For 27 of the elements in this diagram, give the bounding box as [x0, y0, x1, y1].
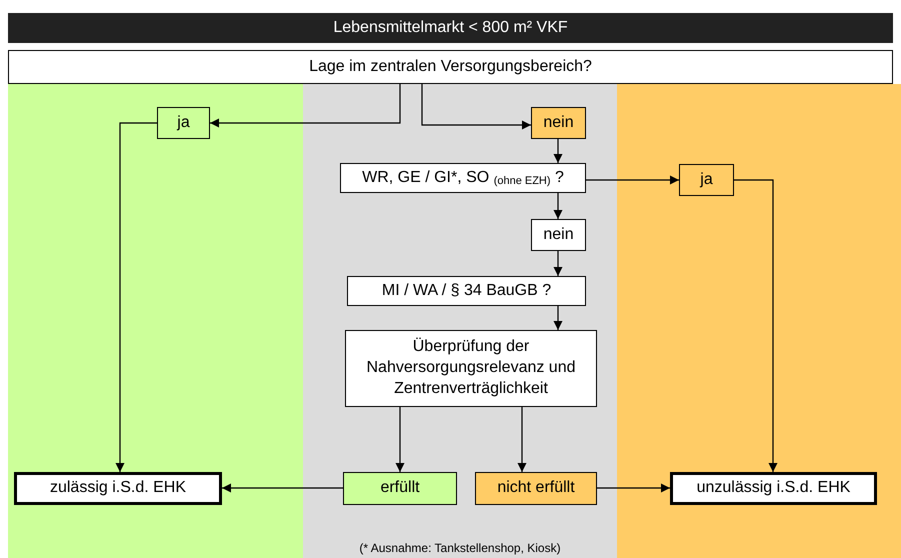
arrow: [396, 407, 404, 472]
arrow: [586, 176, 679, 184]
arrow: [210, 84, 401, 128]
arrow: [421, 84, 531, 130]
arrow: [518, 407, 526, 472]
question-box: Lage im zentralen Versorgungsbereich?: [8, 50, 893, 84]
answer-box: nein: [531, 107, 586, 139]
result-box: zulässig i.S.d. EHK: [14, 472, 222, 505]
arrow: [554, 306, 562, 330]
process-box: Überprüfung der Nahversorgungsrelevanz und Zentrenverträglichkeit: [345, 330, 597, 407]
footnote: (* Ausnahme: Tankstellenshop, Kiosk): [358, 540, 562, 557]
question-box: WR, GE / GI*, SO $_{(ohne EZH)}$ ?: [340, 163, 586, 193]
arrow: [222, 484, 343, 492]
arrow: [554, 139, 562, 163]
question-box: MI / WA / § 34 BauGB ?: [347, 276, 586, 306]
outcome-box: nicht erfüllt: [475, 472, 597, 505]
result-box: unzulässig i.S.d. EHK: [670, 472, 877, 505]
arrow: [554, 251, 562, 276]
title-bar: Lebensmittelmarkt < 800 m² VKF: [8, 13, 893, 43]
arrow: [554, 193, 562, 219]
arrow: [734, 179, 778, 472]
outcome-box: erfüllt: [343, 472, 457, 505]
answer-box: nein: [531, 219, 586, 251]
answer-box: ja: [157, 107, 210, 139]
answer-box: ja: [679, 164, 734, 196]
arrow: [597, 484, 670, 492]
arrow: [116, 122, 157, 472]
